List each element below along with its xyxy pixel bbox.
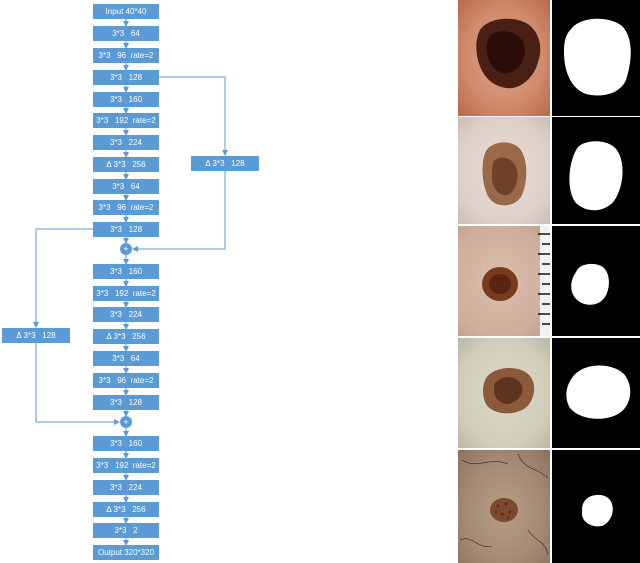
- lesion-photo-5: [458, 450, 550, 563]
- mask-shape-5: [582, 494, 613, 527]
- mask-shape-3: [571, 263, 609, 305]
- deconv-block-256: Δ 3*3 256: [93, 329, 159, 344]
- dilated-conv-block-96: 3*3 96 rate=2: [93, 200, 159, 215]
- input-block: Input 40*40: [93, 4, 159, 19]
- output-block: Output 320*320: [93, 545, 159, 560]
- conv-block-224: 3*3 224: [93, 480, 159, 495]
- conv-block-64: 3*3 64: [93, 351, 159, 366]
- mask-shape-2: [569, 141, 623, 211]
- side-deconv-block-left: Δ 3*3 128: [2, 328, 70, 343]
- lesion-shape-5: [459, 453, 549, 555]
- lesion-shape-4: [483, 367, 535, 414]
- mask-shape-4: [566, 365, 631, 419]
- lesion-photo-1: [458, 0, 550, 116]
- segmentation-mask-3: [552, 226, 640, 336]
- dilated-conv-block-192: 3*3 192 rate=2: [93, 113, 159, 128]
- dilated-conv-block-192: 3*3 192 rate=2: [93, 458, 159, 473]
- lesion-shape-1: [476, 18, 541, 89]
- conv-block-2: 3*3 2: [93, 523, 159, 538]
- segmentation-mask-4: [552, 338, 640, 448]
- dilated-conv-block-96: 3*3 96 rate=2: [93, 48, 159, 63]
- mask-shape-1: [564, 18, 631, 96]
- lesion-photo-4: [458, 338, 550, 448]
- lesion-photo-3: [458, 226, 550, 336]
- segmentation-mask-5: [552, 450, 640, 563]
- lesion-shape-3: [482, 226, 550, 336]
- conv-block-160: 3*3 160: [93, 264, 159, 279]
- deconv-block-256: Δ 3*3 256: [93, 502, 159, 517]
- conv-block-128: 3*3 128: [93, 395, 159, 410]
- side-deconv-block-right: Δ 3*3 128: [191, 156, 259, 171]
- conv-block-160: 3*3 160: [93, 436, 159, 451]
- conv-block-64: 3*3 64: [93, 179, 159, 194]
- conv-block-224: 3*3 224: [93, 307, 159, 322]
- deconv-block-256: Δ 3*3 256: [93, 157, 159, 172]
- conv-block-160: 3*3 160: [93, 92, 159, 107]
- conv-block-128: 3*3 128: [93, 222, 159, 237]
- lesion-photo-2: [458, 117, 550, 224]
- segmentation-mask-1: [552, 0, 640, 116]
- segmentation-mask-2: [552, 117, 640, 224]
- conv-block-64: 3*3 64: [93, 26, 159, 41]
- lesion-shape-2: [482, 142, 527, 206]
- dilated-conv-block-96: 3*3 96 rate=2: [93, 373, 159, 388]
- conv-block-224: 3*3 224: [93, 135, 159, 150]
- dilated-conv-block-192: 3*3 192 rate=2: [93, 286, 159, 301]
- conv-block-128: 3*3 128: [93, 70, 159, 85]
